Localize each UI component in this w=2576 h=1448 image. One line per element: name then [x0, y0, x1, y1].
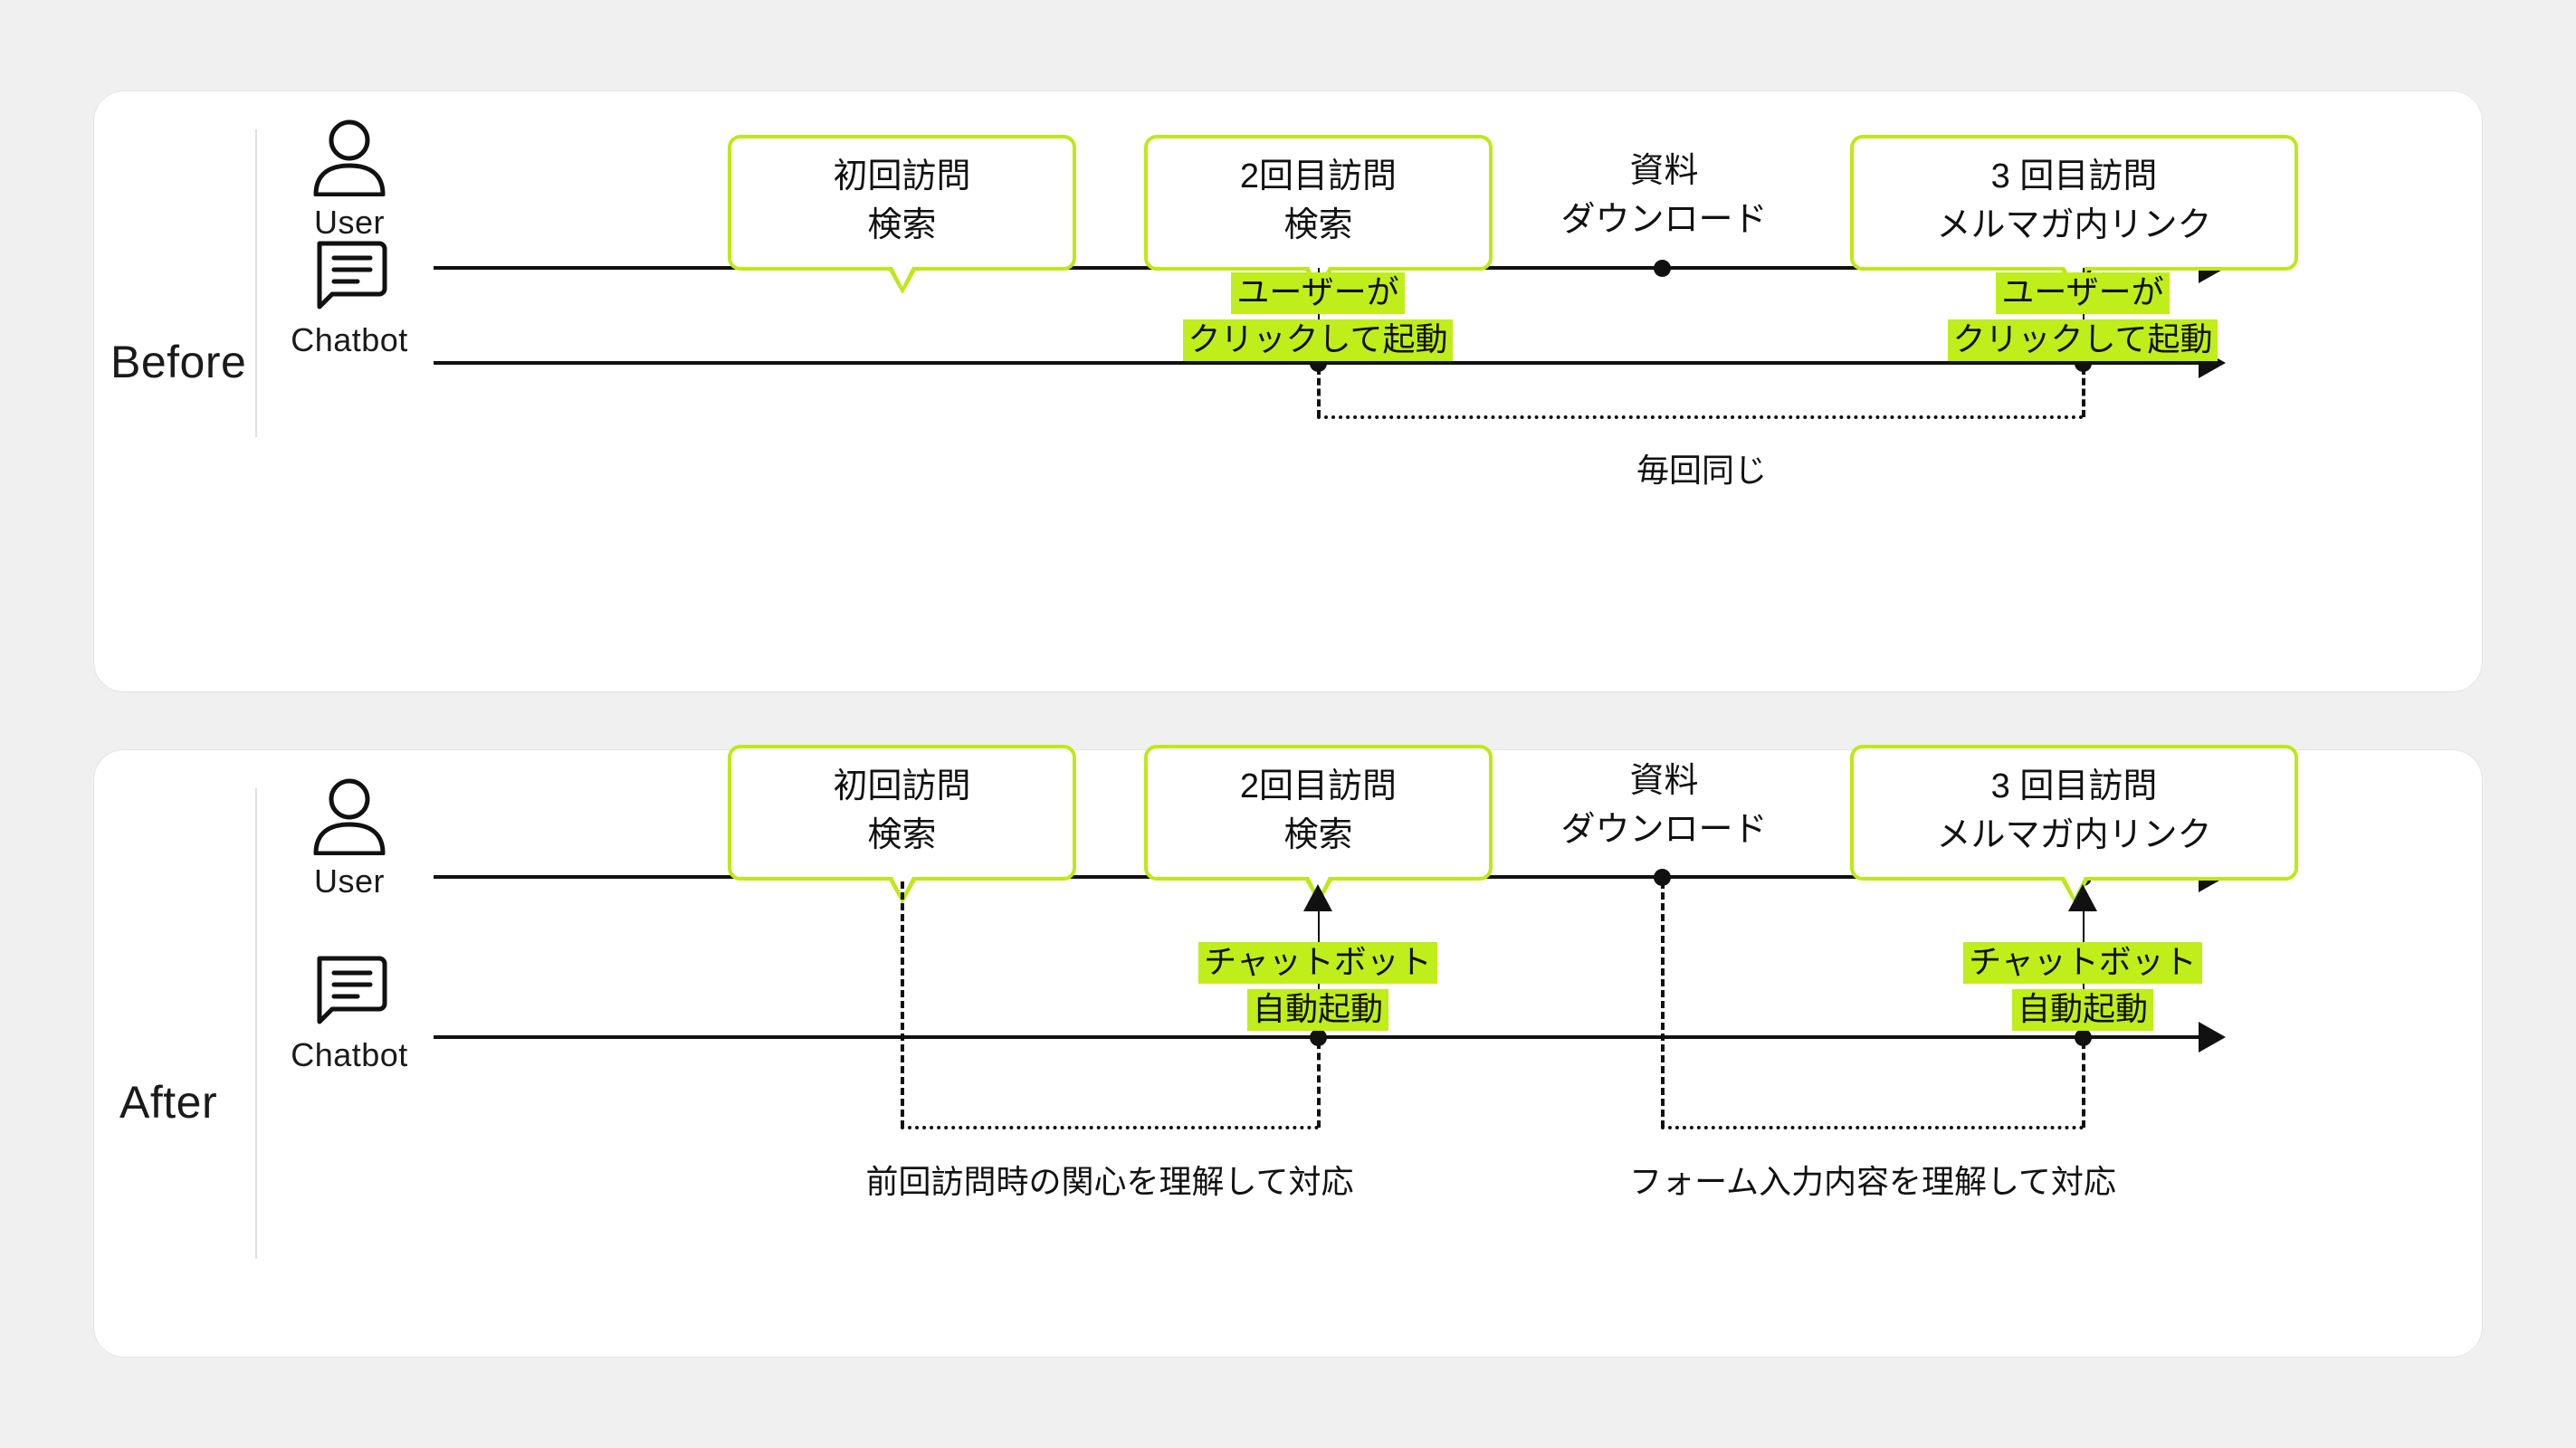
- memory-leg-right-2: [2082, 1042, 2085, 1128]
- event-callout-2: 2回目訪問 検索: [1144, 135, 1493, 294]
- memory-leg-right-1: [1317, 1042, 1321, 1128]
- event-callout-4: 3 回目訪問 メルマガ内リンク: [1850, 135, 2298, 294]
- memory-span-2: [1661, 1126, 2084, 1129]
- chat-bubble-icon: [317, 956, 387, 1024]
- actor-user: User: [268, 119, 431, 242]
- connector-arrow-up: [1303, 884, 1332, 911]
- event-callout-1: 初回訪問 検索: [728, 745, 1076, 904]
- user-event-dot: [1654, 260, 1671, 277]
- chat-bubble-icon: [317, 241, 387, 310]
- actor-user: User: [268, 777, 431, 900]
- annotation-auto-2: チャットボット 自動起動: [1902, 942, 2264, 1036]
- section-divider: [255, 129, 257, 437]
- user-icon: [313, 778, 386, 855]
- actor-user-label: User: [313, 862, 385, 900]
- actor-chatbot-label: Chatbot: [291, 321, 408, 358]
- before-card: Before User Chatbot: [93, 90, 2483, 692]
- bracket-leg-right: [2082, 367, 2085, 417]
- chatbot-event-dot: [2075, 1029, 2092, 1046]
- user-event-dot: [1654, 869, 1671, 886]
- event-label-3: 資料 ダウンロード: [1560, 152, 1768, 239]
- actor-user-label: User: [313, 204, 385, 241]
- connector-arrow-up: [2068, 884, 2097, 911]
- event-callout-1: 初回訪問 検索: [728, 135, 1076, 294]
- event-callout-2: 2回目訪問 検索: [1144, 745, 1493, 904]
- actor-chatbot: Chatbot: [268, 236, 431, 359]
- memory-leg-left-1: [901, 881, 904, 1128]
- memory-caption-1: 前回訪問時の関心を理解して対応: [865, 1163, 1354, 1200]
- memory-span-1: [901, 1126, 1319, 1129]
- actor-chatbot-label: Chatbot: [291, 1036, 408, 1073]
- user-icon: [313, 119, 386, 196]
- section-label-before: Before: [110, 337, 247, 387]
- event-callout-4: 3 回目訪問 メルマガ内リンク: [1850, 745, 2298, 904]
- memory-caption-2: フォーム入力内容を理解して対応: [1629, 1163, 2116, 1200]
- chatbot-event-dot: [1310, 1029, 1327, 1046]
- actor-chatbot: Chatbot: [268, 951, 431, 1074]
- annotation-click-2: ユーザーが クリックして起動: [1902, 272, 2264, 367]
- bracket-caption: 毎回同じ: [1636, 452, 1767, 489]
- after-card: After User Chatbot: [93, 745, 2483, 1358]
- bracket-leg-left: [1317, 367, 1321, 417]
- section-label-after: After: [119, 1077, 218, 1128]
- memory-leg-left-2: [1661, 881, 1665, 1128]
- chatbot-timeline-arrow: [2199, 1022, 2226, 1053]
- annotation-auto-1: チャットボット 自動起動: [1137, 942, 1499, 1036]
- event-label-3: 資料 ダウンロード: [1560, 762, 1768, 849]
- annotation-click-1: ユーザーが クリックして起動: [1137, 272, 1499, 367]
- section-divider: [255, 788, 257, 1259]
- bracket-span: [1317, 415, 2084, 419]
